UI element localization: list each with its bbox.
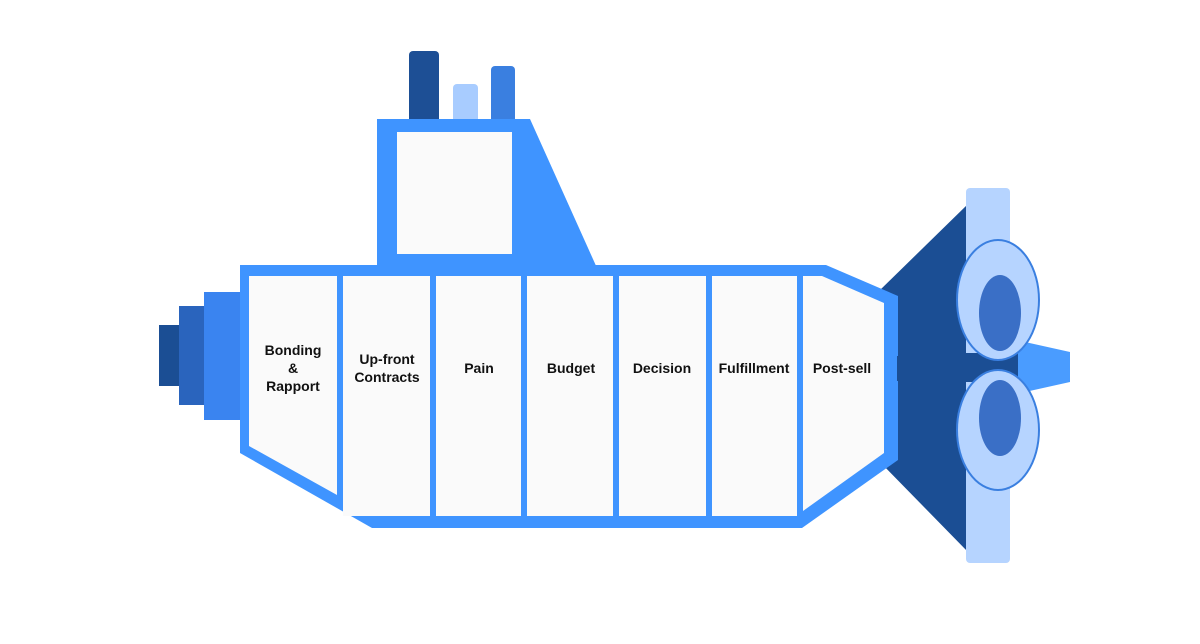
shaft-block-2 [937, 356, 955, 381]
compartment-label: Budget [547, 360, 596, 376]
tower-dark [409, 51, 439, 123]
compartment-panel [712, 276, 797, 516]
tower-mid [491, 66, 515, 123]
compartment-label: Decision [633, 360, 691, 376]
compartment-panel [527, 276, 613, 516]
shaft-block-1 [897, 356, 929, 381]
compartment-panel [343, 276, 430, 516]
compartment-label: Fulfillment [719, 360, 790, 376]
nose-cap [1016, 340, 1070, 394]
compartment-label: Bonding [265, 342, 322, 358]
conning-tower-window [397, 132, 512, 254]
compartment-label: Rapport [266, 378, 320, 394]
compartment-label: Contracts [354, 369, 420, 385]
compartment-label: Pain [464, 360, 494, 376]
rear-step-2 [179, 306, 206, 405]
propeller-lobe-top-inner [979, 275, 1021, 351]
rear-step-1 [204, 292, 242, 420]
compartment-panel [619, 276, 706, 516]
rear-step-3 [159, 325, 181, 386]
compartment-panel [436, 276, 521, 516]
compartment-label: & [288, 360, 298, 376]
compartment-label: Up-front [359, 351, 415, 367]
compartment-label: Post-sell [813, 360, 871, 376]
propeller-lobe-bottom-inner [979, 380, 1021, 456]
compartment-panel [803, 276, 884, 511]
compartment-panel [249, 276, 337, 495]
tower-light [453, 84, 478, 123]
